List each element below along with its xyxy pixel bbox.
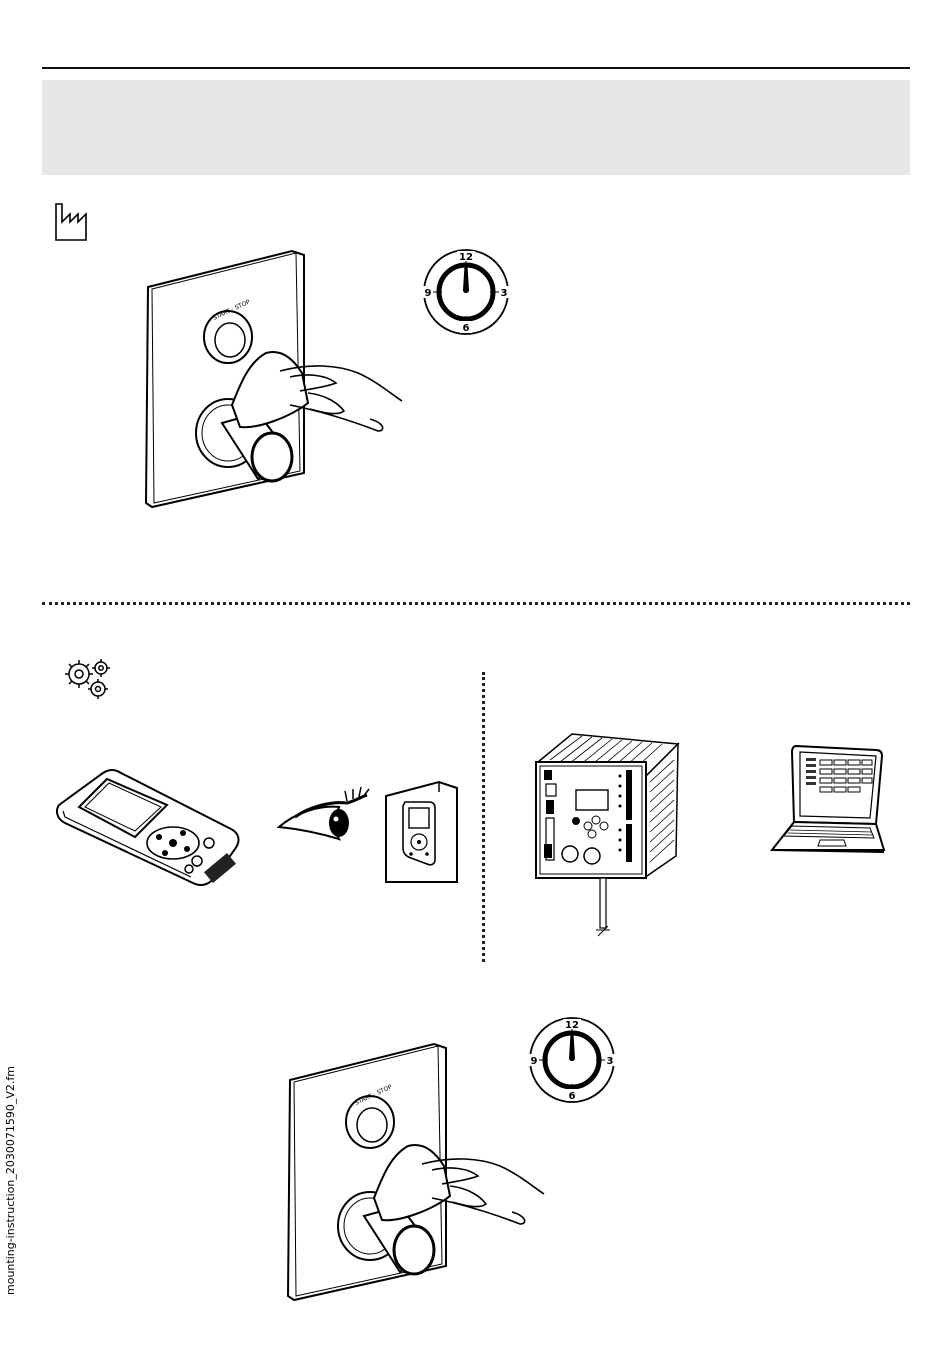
panel-illustration-top: START · STOP [140,245,410,510]
top-rule [42,67,910,69]
panel-illustration-bottom: START · STOP [282,1038,552,1303]
handheld-device-icon [55,765,245,890]
clock-top-9: 9 [425,288,432,299]
manual-icon [383,778,463,886]
factory-icon [52,200,96,242]
clock-top-6: 6 [463,323,470,334]
clock-bottom-3: 3 [607,1056,614,1067]
clock-icon-top: 12 3 6 9 [420,248,512,336]
clock-bottom-6: 6 [569,1091,576,1102]
eye-icon [275,785,375,845]
laptop-icon [768,742,886,856]
column-divider [482,672,485,962]
clock-bottom-12: 12 [565,1020,579,1031]
clock-top-3: 3 [501,288,508,299]
clock-top-12: 12 [459,252,473,263]
file-name-label: mounting-instruction_2030071590_V2.fm [4,1066,17,1295]
control-unit-icon [530,730,690,940]
gears-icon [60,655,116,701]
header-band [42,80,910,175]
section-divider [42,602,910,605]
